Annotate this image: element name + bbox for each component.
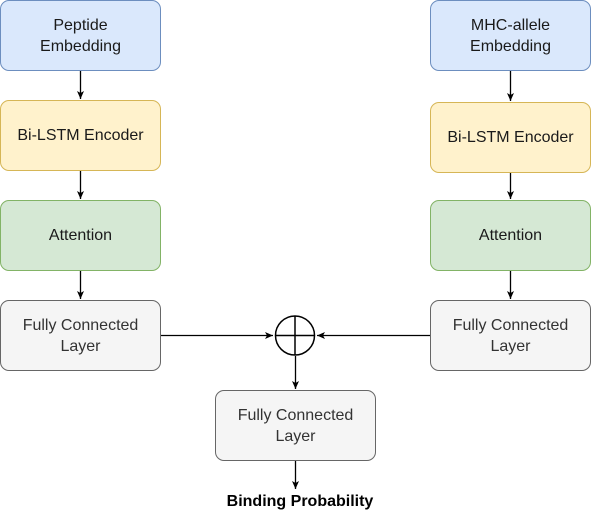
peptide-embedding-node: Peptide Embedding: [0, 0, 161, 71]
mhc-encoder-label: Bi-LSTM Encoder: [447, 129, 574, 146]
output-fc-node: Fully Connected Layer: [215, 390, 376, 461]
peptide-attention-label: Attention: [48, 227, 113, 244]
peptide-embedding-label: Peptide Embedding: [40, 16, 121, 55]
mhc-attention-label: Attention: [478, 227, 543, 244]
peptide-fc-node: Fully Connected Layer: [0, 300, 161, 371]
mhc-fc-node: Fully Connected Layer: [430, 300, 591, 371]
peptide-fc-label: Fully Connected Layer: [22, 316, 139, 355]
merge-plus-icon: [274, 315, 316, 356]
peptide-encoder-label: Bi-LSTM Encoder: [17, 127, 144, 144]
peptide-attention-node: Attention: [0, 200, 161, 271]
binding-probability-label: Binding Probability: [226, 493, 374, 510]
output-fc-label: Fully Connected Layer: [237, 406, 354, 445]
mhc-embedding-label: MHC-allele Embedding: [470, 16, 551, 55]
mhc-attention-node: Attention: [430, 200, 591, 271]
peptide-encoder-node: Bi-LSTM Encoder: [0, 100, 161, 171]
mhc-embedding-node: MHC-allele Embedding: [430, 0, 591, 71]
mhc-encoder-node: Bi-LSTM Encoder: [430, 102, 591, 173]
mhc-fc-label: Fully Connected Layer: [452, 316, 569, 355]
